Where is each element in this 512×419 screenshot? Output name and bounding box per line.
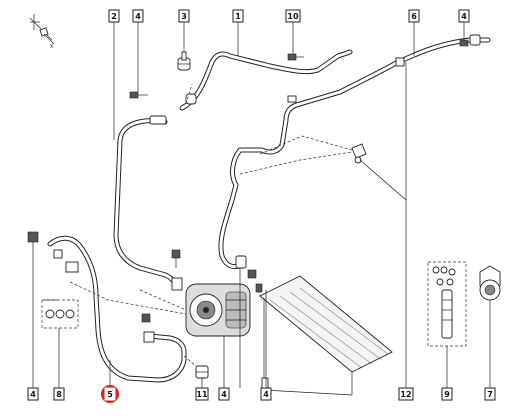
dryer-cartridge-9 bbox=[427, 261, 467, 347]
pipe-1-upper-line bbox=[179, 49, 353, 111]
connector-at-compressor-left bbox=[171, 277, 183, 291]
pressure-sensor bbox=[351, 143, 367, 164]
callout-8-label: 8 bbox=[56, 390, 62, 399]
callout-7: 7 bbox=[484, 387, 496, 401]
callout-9-label: 9 bbox=[444, 390, 450, 399]
union-fitting-right bbox=[395, 34, 481, 67]
dashed-relation-lines bbox=[69, 83, 353, 367]
torque-tool-icon: X bbox=[25, 11, 57, 50]
discharge-fitting bbox=[53, 249, 79, 273]
bolt-4-top bbox=[129, 91, 148, 99]
callout-5-label: 5 bbox=[107, 390, 113, 399]
callout-6-label: 6 bbox=[411, 12, 417, 21]
compressor bbox=[185, 283, 251, 337]
callout-2: 2 bbox=[108, 9, 120, 23]
valve-11 bbox=[195, 365, 209, 379]
callout-1-label: 1 bbox=[235, 12, 241, 21]
callout-3-label: 3 bbox=[181, 12, 187, 21]
callout-4-top-label: 4 bbox=[135, 12, 141, 21]
pipe-2-suction-hose bbox=[113, 118, 179, 289]
svg-text:X: X bbox=[50, 44, 54, 50]
callout-12: 12 bbox=[398, 387, 414, 401]
callout-2-label: 2 bbox=[111, 12, 117, 21]
callout-9: 9 bbox=[441, 387, 453, 401]
callout-10: 10 bbox=[285, 9, 301, 23]
callout-12-label: 12 bbox=[400, 390, 411, 399]
connector-at-condenser bbox=[235, 255, 247, 269]
bolt-4-top-right bbox=[459, 39, 469, 47]
callout-4-top-right-label: 4 bbox=[461, 12, 467, 21]
clip-3 bbox=[177, 51, 191, 71]
condenser bbox=[259, 275, 393, 396]
bolt-4-left bbox=[27, 231, 39, 252]
callout-4-bottom-mid: 4 bbox=[218, 387, 230, 401]
bolt-condenser bbox=[247, 269, 263, 293]
bolt-lower bbox=[141, 313, 151, 323]
bolt-near-compressor bbox=[171, 249, 181, 268]
callout-1: 1 bbox=[232, 9, 244, 23]
bolt-10 bbox=[287, 53, 304, 61]
callout-6: 6 bbox=[408, 9, 420, 23]
callout-10-label: 10 bbox=[287, 12, 299, 21]
callout-4-top-right: 4 bbox=[458, 9, 470, 23]
callout-4-bottom-left-label: 4 bbox=[30, 390, 36, 399]
callout-11: 11 bbox=[195, 387, 209, 401]
seal-kit-8 bbox=[41, 299, 79, 329]
callout-8: 8 bbox=[53, 387, 65, 401]
callout-4-bottom-left: 4 bbox=[27, 387, 39, 401]
callout-11-label: 11 bbox=[196, 390, 208, 399]
pipe-5-discharge-hose bbox=[47, 235, 187, 383]
callout-4-bottom-right-label: 4 bbox=[263, 390, 269, 399]
callout-4-top: 4 bbox=[132, 9, 144, 23]
union-fitting-left bbox=[149, 115, 167, 125]
callout-7-label: 7 bbox=[487, 390, 493, 399]
leader-lines bbox=[32, 22, 491, 388]
callout-5-highlighted[interactable]: 5 bbox=[101, 385, 119, 403]
union-fitting-mid bbox=[287, 95, 297, 103]
cap-7 bbox=[479, 265, 501, 301]
callout-4-bottom-mid-label: 4 bbox=[221, 390, 227, 399]
callout-3: 3 bbox=[178, 9, 190, 23]
lower-fitting bbox=[143, 331, 155, 343]
callout-4-bottom-right: 4 bbox=[260, 387, 272, 401]
